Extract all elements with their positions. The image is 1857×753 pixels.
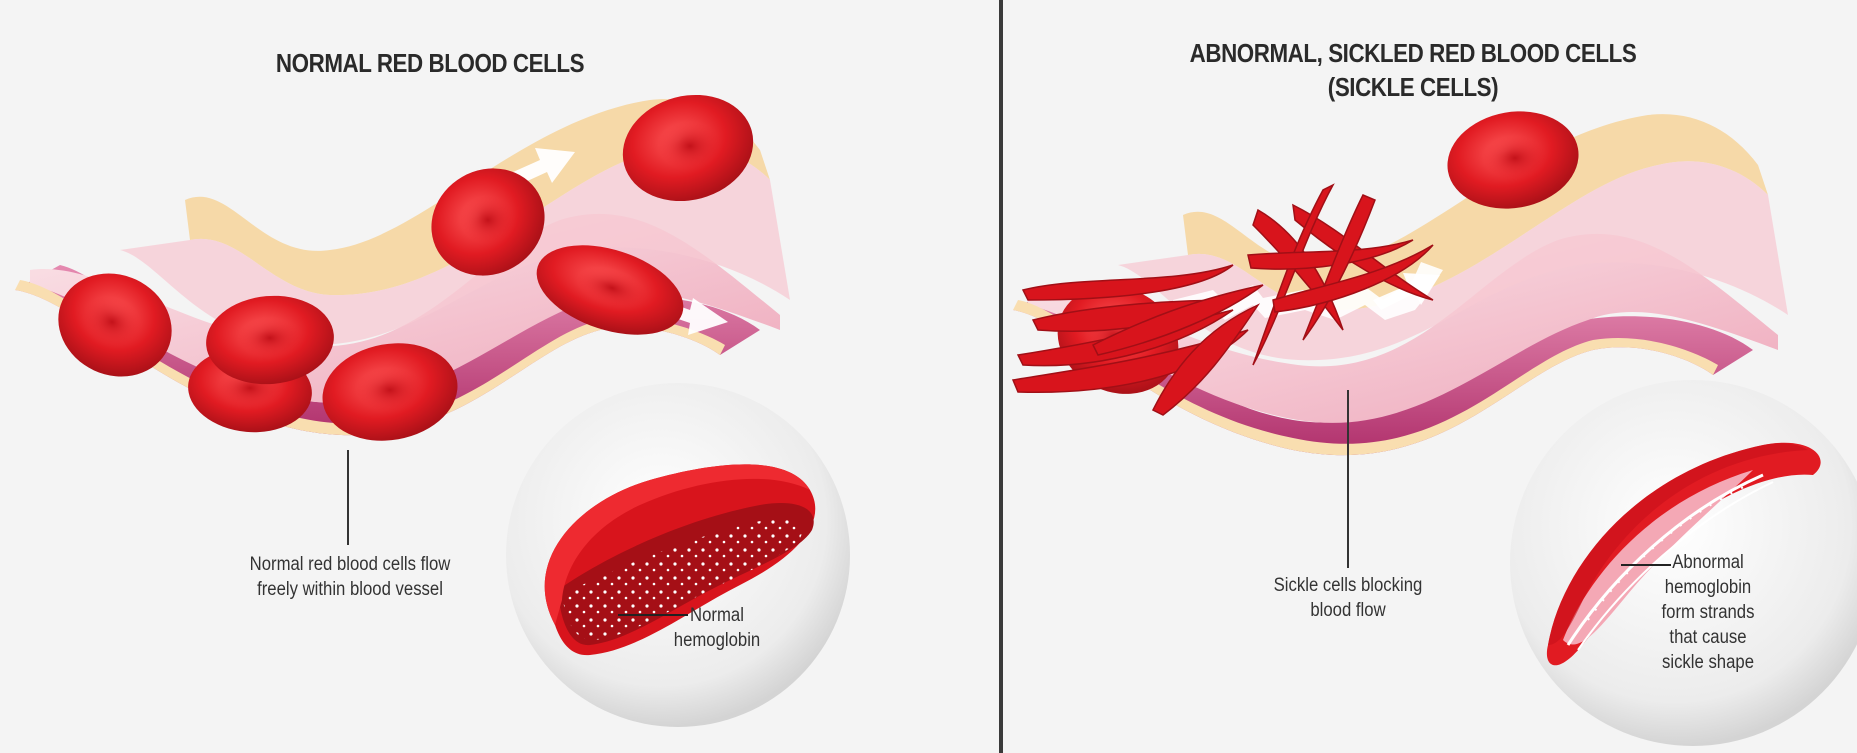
sickle-flow-label: Sickle cells blocking blood flow	[1238, 573, 1458, 623]
sickle-cells-title-line1: ABNORMAL, SICKLED RED BLOOD CELLS	[1189, 36, 1636, 70]
sickle-cells-title-line2: (SICKLE CELLS)	[1189, 70, 1636, 104]
normal-flow-label-line2: freely within blood vessel	[218, 577, 482, 602]
sickle-flow-label-line1: Sickle cells blocking	[1238, 573, 1458, 598]
sickle-cells-title: ABNORMAL, SICKLED RED BLOOD CELLS (SICKL…	[1189, 36, 1636, 104]
normal-hemoglobin-label-line1: Normal	[669, 603, 766, 628]
normal-cells-illustration	[0, 0, 999, 753]
sickle-flow-label-line2: blood flow	[1238, 598, 1458, 623]
abnormal-hemoglobin-label-line1: Abnormal	[1651, 550, 1765, 575]
sickle-cells-panel: ABNORMAL, SICKLED RED BLOOD CELLS (SICKL…	[1003, 0, 1857, 753]
abnormal-hemoglobin-label-line4: that cause	[1651, 625, 1765, 650]
abnormal-hemoglobin-label-line2: hemoglobin	[1651, 575, 1765, 600]
normal-hemoglobin-label: Normal hemoglobin	[669, 603, 766, 653]
abnormal-hemoglobin-label: Abnormal hemoglobin form strands that ca…	[1651, 550, 1765, 675]
normal-cells-panel: NORMAL RED BLOOD CELLS Normal red blood …	[0, 0, 999, 753]
abnormal-hemoglobin-label-line5: sickle shape	[1651, 650, 1765, 675]
abnormal-hemoglobin-label-line3: form strands	[1651, 600, 1765, 625]
normal-flow-label-line1: Normal red blood cells flow	[218, 552, 482, 577]
normal-hemoglobin-label-line2: hemoglobin	[669, 628, 766, 653]
normal-cells-title: NORMAL RED BLOOD CELLS	[258, 46, 602, 80]
normal-flow-label: Normal red blood cells flow freely withi…	[218, 552, 482, 602]
